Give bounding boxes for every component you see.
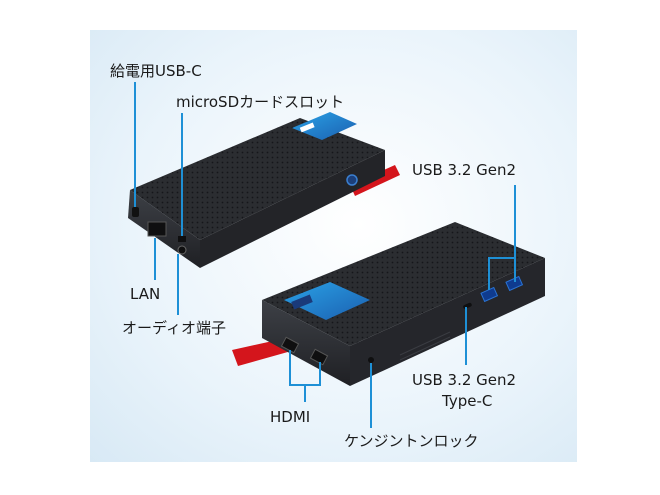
device-top-side <box>200 150 385 268</box>
microsd-port <box>178 236 186 242</box>
device-bottom-sticker <box>284 282 370 320</box>
callout-kensington-lock: ケンジントンロック <box>344 432 479 450</box>
callout-usb32-gen2-typec-line1: USB 3.2 Gen2 <box>412 371 517 389</box>
usb-a-port-1 <box>480 286 499 303</box>
power-button-icon <box>346 174 358 186</box>
hdmi-port-1 <box>280 336 300 354</box>
device-bottom-side <box>350 258 545 386</box>
callout-usbc-power: 給電用USB-C <box>110 62 202 80</box>
device-bottom-front <box>262 300 350 386</box>
callout-usb32-gen2-typec-line2: Type-C <box>442 392 493 410</box>
callout-audio-jack: オーディオ端子 <box>122 319 226 337</box>
usb-a-port-2 <box>505 275 524 292</box>
kensington-slot <box>368 357 374 363</box>
usbc-power-port <box>132 207 139 217</box>
device-bottom <box>232 222 545 386</box>
audio-port <box>177 245 187 255</box>
lan-port <box>147 221 167 237</box>
callout-hdmi: HDMI <box>270 408 311 426</box>
callout-lines <box>134 82 516 428</box>
device-top-sticker <box>292 112 357 140</box>
callout-usb32-gen2: USB 3.2 Gen2 <box>412 161 517 179</box>
device-top <box>128 112 400 268</box>
device-top-surface <box>130 118 385 240</box>
callout-microsd-slot: microSDカードスロット <box>176 93 345 111</box>
callout-lan: LAN <box>130 285 161 303</box>
hdmi-port-2 <box>309 348 329 366</box>
